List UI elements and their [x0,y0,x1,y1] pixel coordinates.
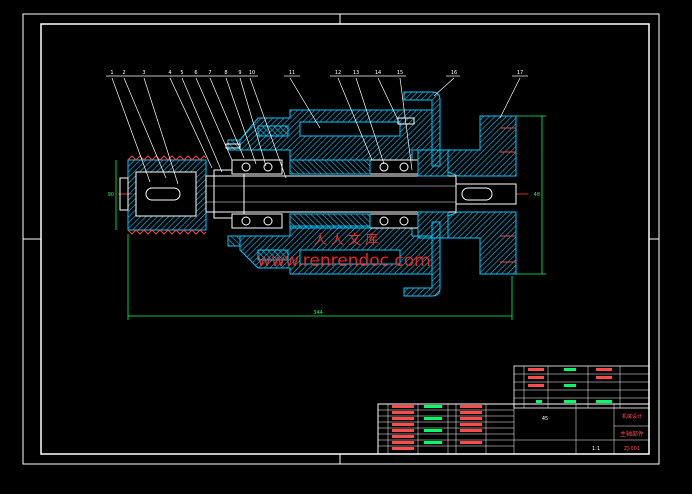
balloon-13: 13 [353,70,359,76]
dim-left-height: 90 [108,192,114,198]
title-material: 45 [542,416,548,422]
balloon-16: 16 [451,70,457,76]
spacer-sleeve [289,159,371,175]
balloon-12: 12 [335,70,341,76]
left-threaded-nut [119,155,207,235]
dimension-lines [115,115,546,320]
balloon-1: 1 [110,70,113,76]
right-flange [447,115,517,275]
balloon-17: 17 [517,70,523,76]
title-scale: 1:1 [592,446,600,452]
bearings-right [369,159,419,229]
balloon-6: 6 [194,70,197,76]
balloon-7: 7 [208,70,211,76]
right-end-cap [403,91,449,297]
title-block: 机械设计 主轴部件 ZJ-001 1:1 45 [377,365,650,455]
watermark-chinese: 人 人 文 库 [314,232,378,248]
balloon-15: 15 [397,70,403,76]
centering-marks [23,14,659,464]
dim-overall-length: 344 [313,310,323,316]
title-company: 机械设计 [622,413,642,420]
balloon-14: 14 [375,70,381,76]
balloon-10: 10 [249,70,255,76]
spacer-sleeve-lower [289,213,371,229]
balloon-5: 5 [180,70,183,76]
title-drawing-no: ZJ-001 [624,446,640,452]
title-drawing-name: 主轴部件 [620,430,644,438]
balloon-9: 9 [238,70,241,76]
balloon-8: 8 [224,70,227,76]
bearings-left [227,139,283,247]
balloon-2: 2 [122,70,125,76]
balloon-4: 4 [168,70,171,76]
balloon-3: 3 [142,70,145,76]
part-leaders [111,77,521,185]
balloon-11: 11 [289,70,295,76]
spindle-assembly [119,91,517,297]
dim-right-height: 48 [534,192,540,198]
main-shaft [205,169,457,219]
housing-lower [239,225,433,275]
watermark-url: www.renrendoc.com [257,251,431,271]
part-balloons: 1 2 3 4 5 6 7 8 9 10 11 12 13 14 15 16 1… [110,70,523,76]
